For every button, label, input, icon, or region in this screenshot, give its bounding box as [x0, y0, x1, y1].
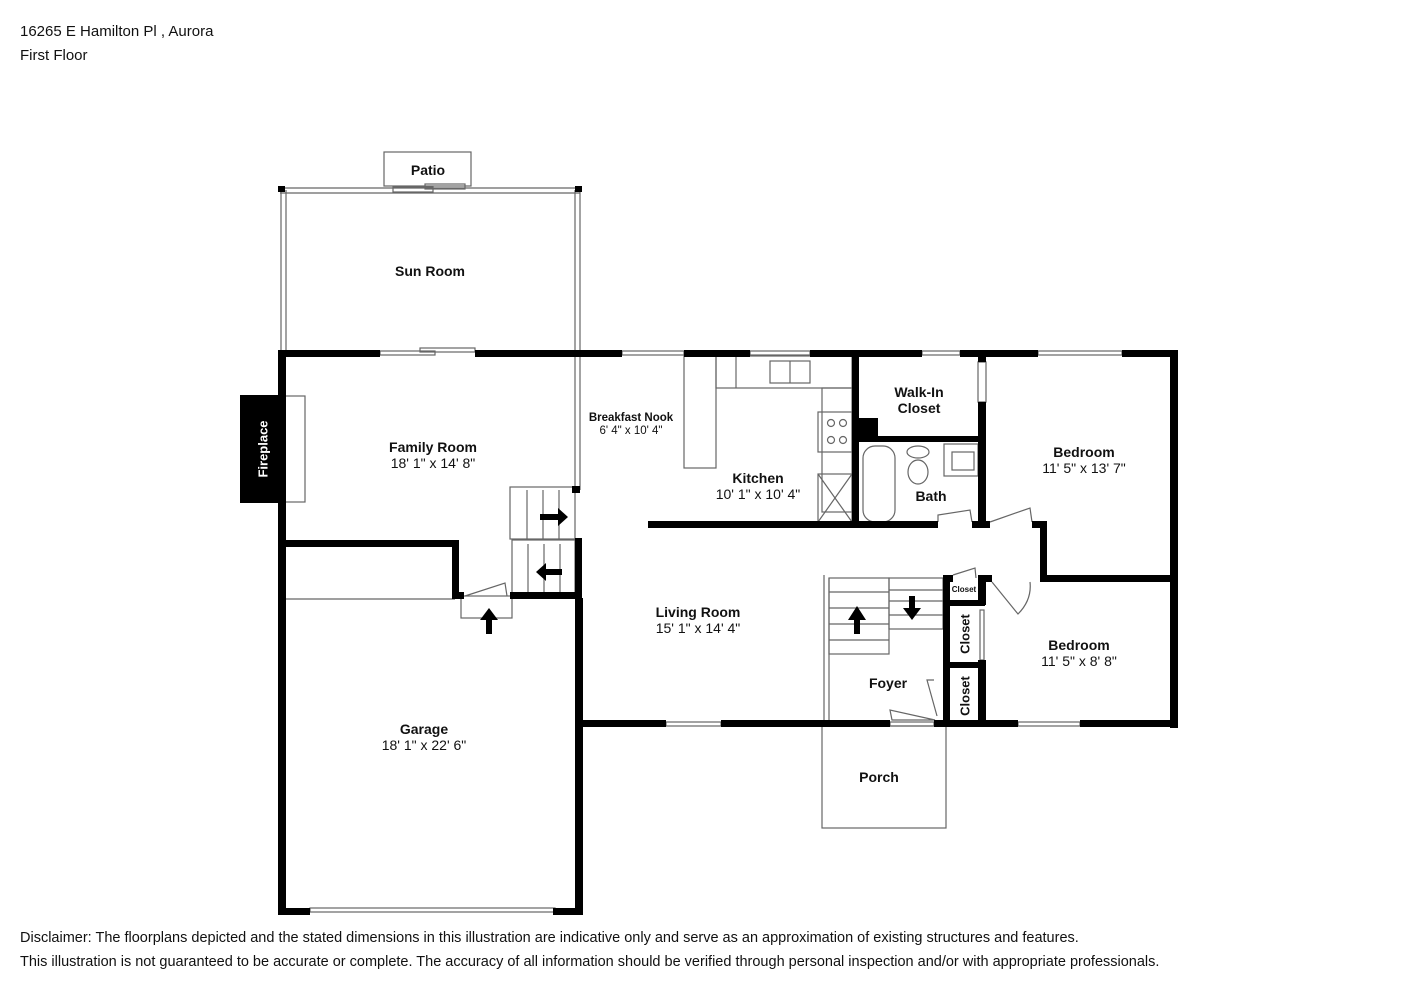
room-closet-mid: Closet — [957, 614, 973, 654]
stair-arrow-left — [536, 563, 562, 581]
fireplace-block — [240, 395, 285, 503]
room-sun-room: Sun Room — [395, 263, 465, 279]
property-address: 16265 E Hamilton Pl , Aurora — [20, 23, 214, 40]
room-patio: Patio — [410, 162, 446, 178]
room-closet-small: Closet — [951, 585, 977, 594]
fireplace-label: Fireplace — [255, 420, 271, 478]
disclaimer-line-2: This illustration is not guaranteed to b… — [20, 954, 1160, 970]
garage-step-arrow-up — [480, 608, 498, 634]
patio-outline — [383, 151, 472, 187]
room-foyer: Foyer — [868, 675, 908, 691]
stair-arrow-right — [540, 508, 568, 526]
foyer-stair-arrow-up — [848, 606, 866, 634]
foyer-stair-arrow-down — [903, 596, 921, 620]
disclaimer-line-1: Disclaimer: The floorplans depicted and … — [20, 930, 1079, 946]
room-closet-low: Closet — [957, 676, 973, 716]
room-bath: Bath — [915, 488, 947, 504]
floor-label: First Floor — [20, 47, 88, 64]
room-porch: Porch — [859, 769, 899, 785]
